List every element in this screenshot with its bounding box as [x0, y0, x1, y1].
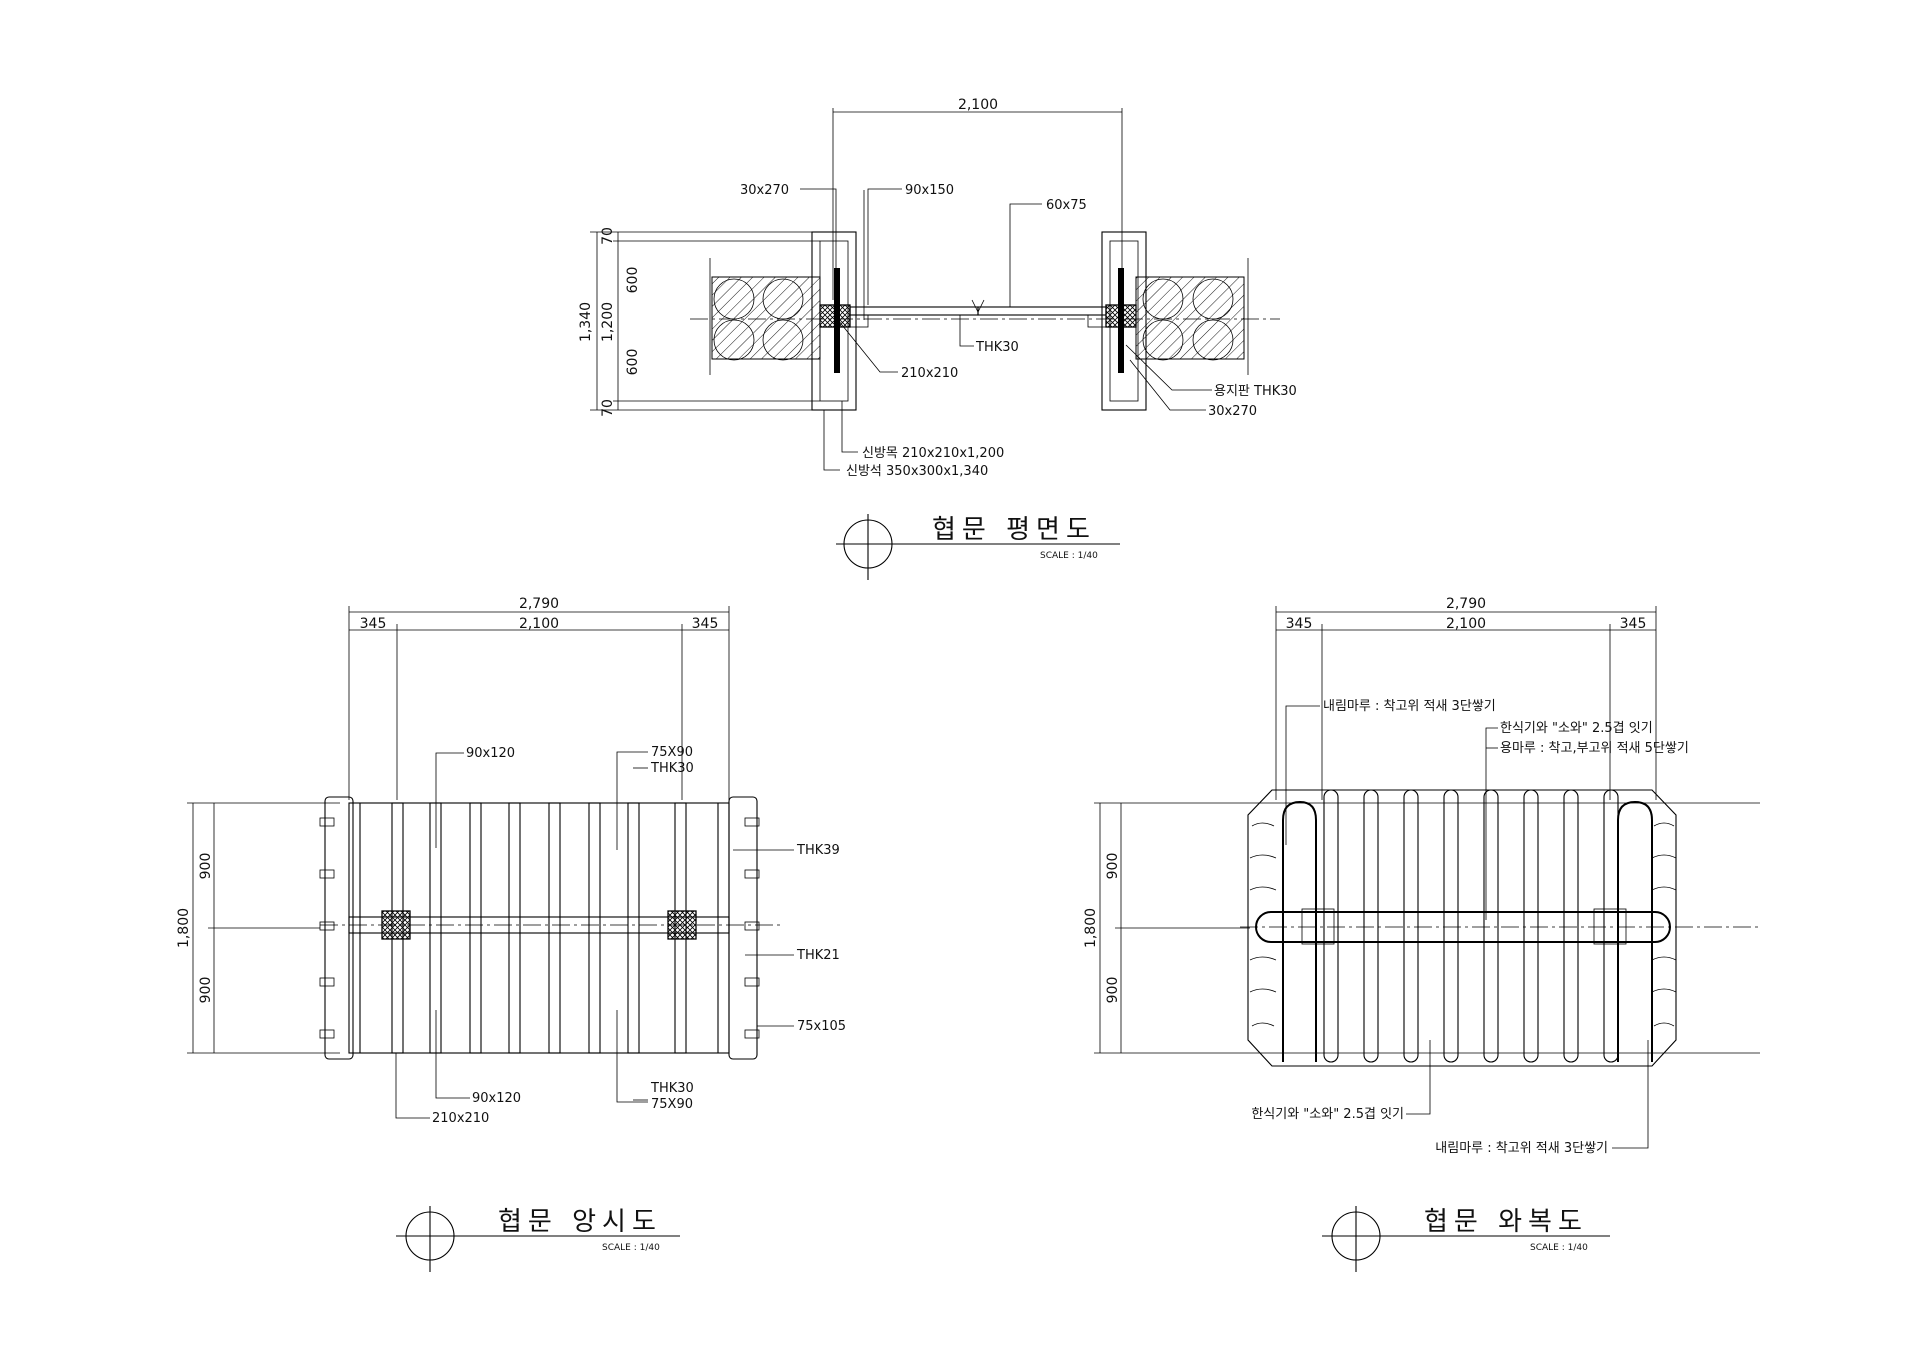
plan-label-lintel: 90x150 — [905, 183, 954, 198]
roof-dim-lower: 900 — [1105, 977, 1121, 1004]
plan-dim-half-bottom: 600 — [625, 349, 641, 376]
plan-dim-depth-total: 1,340 — [578, 302, 594, 342]
plan-scale: SCALE : 1/40 — [1040, 551, 1098, 561]
plan-label-post-board-left: 30x270 — [740, 183, 789, 198]
plan-post-right — [1105, 304, 1137, 328]
plan-label-door-thk: THK30 — [975, 340, 1019, 355]
plan-stone-right — [1101, 231, 1147, 411]
elev-dim-center: 2,100 — [519, 616, 559, 632]
elev-post-right — [667, 910, 697, 940]
elev-label-rafter-top: 90x120 — [466, 746, 515, 761]
plan-view: 2,100 1,340 1,200 600 600 70 70 — [578, 97, 1297, 580]
plan-label-post-board-right: 30x270 — [1208, 404, 1257, 419]
roof-dim-overall: 2,790 — [1446, 596, 1486, 612]
plan-dim-edge-bottom: 70 — [600, 399, 616, 417]
plan-label-post-wood: 신방목 210x210x1,200 — [862, 446, 1004, 461]
roof-label-hip-ridge-bottom: 내림마루 : 착고위 적새 3단쌓기 — [1435, 1141, 1608, 1156]
roof-dim-upper: 900 — [1105, 853, 1121, 880]
roof-main-ridge — [1255, 911, 1671, 943]
elev-label-rafter-bottom: 90x120 — [472, 1091, 521, 1106]
elev-label-thk39: THK39 — [796, 843, 840, 858]
elevation-view: 2,790 345 2,100 345 1,800 900 900 — [176, 596, 846, 1272]
roof-view: 2,790 345 2,100 345 1,800 900 900 — [1083, 596, 1760, 1272]
elev-title: 협문 앙시도 — [498, 1207, 662, 1237]
elev-label-purlin-bottom: 75X90 — [651, 1097, 693, 1112]
elev-scale: SCALE : 1/40 — [602, 1243, 660, 1253]
roof-dim-height: 1,800 — [1083, 908, 1099, 948]
roof-outline — [1247, 789, 1677, 1067]
plan-dim-half-top: 600 — [625, 267, 641, 294]
plan-wall-right — [1135, 276, 1245, 360]
plan-title: 협문 평면도 — [932, 515, 1096, 545]
elev-dim-lower: 900 — [198, 977, 214, 1004]
elev-label-thk21: THK21 — [796, 948, 840, 963]
plan-stone-left — [811, 231, 857, 411]
elev-dim-overall: 2,790 — [519, 596, 559, 612]
plan-label-support-board: 용지판 THK30 — [1214, 384, 1297, 399]
elev-label-post: 210x210 — [432, 1111, 489, 1126]
plan-label-post: 210x210 — [901, 366, 958, 381]
plan-dim-edge-top: 70 — [600, 227, 616, 245]
elev-label-purlin-top: 75X90 — [651, 745, 693, 760]
roof-label-main-ridge: 용마루 : 착고,부고위 적새 5단쌓기 — [1500, 741, 1689, 756]
elev-dim-height: 1,800 — [176, 908, 192, 948]
roof-label-tile-bottom: 한식기와 "소와" 2.5겹 잇기 — [1251, 1107, 1404, 1122]
elev-label-beam: 75x105 — [797, 1019, 846, 1034]
roof-scale: SCALE : 1/40 — [1530, 1243, 1588, 1253]
plan-dim-depth-inner: 1,200 — [600, 302, 616, 342]
elev-label-thk-top: THK30 — [650, 761, 694, 776]
elev-label-thk-bottom: THK30 — [650, 1081, 694, 1096]
plan-label-post-stone: 신방석 350x300x1,340 — [846, 464, 988, 479]
elev-dim-right: 345 — [692, 616, 719, 632]
roof-dim-left: 345 — [1286, 616, 1313, 632]
roof-label-hip-ridge-top: 내림마루 : 착고위 적새 3단쌓기 — [1323, 699, 1496, 714]
elev-dim-upper: 900 — [198, 853, 214, 880]
plan-dim-overall: 2,100 — [958, 97, 998, 113]
elev-post-left — [381, 910, 411, 940]
roof-title: 협문 와복도 — [1424, 1207, 1588, 1237]
elev-dim-left: 345 — [360, 616, 387, 632]
roof-dim-center: 2,100 — [1446, 616, 1486, 632]
plan-label-door-frame: 60x75 — [1046, 198, 1087, 213]
plan-post-left — [819, 304, 851, 328]
roof-label-tile-top: 한식기와 "소와" 2.5겹 잇기 — [1500, 721, 1653, 736]
roof-dim-right: 345 — [1620, 616, 1647, 632]
roof-tiles — [1323, 789, 1619, 1063]
